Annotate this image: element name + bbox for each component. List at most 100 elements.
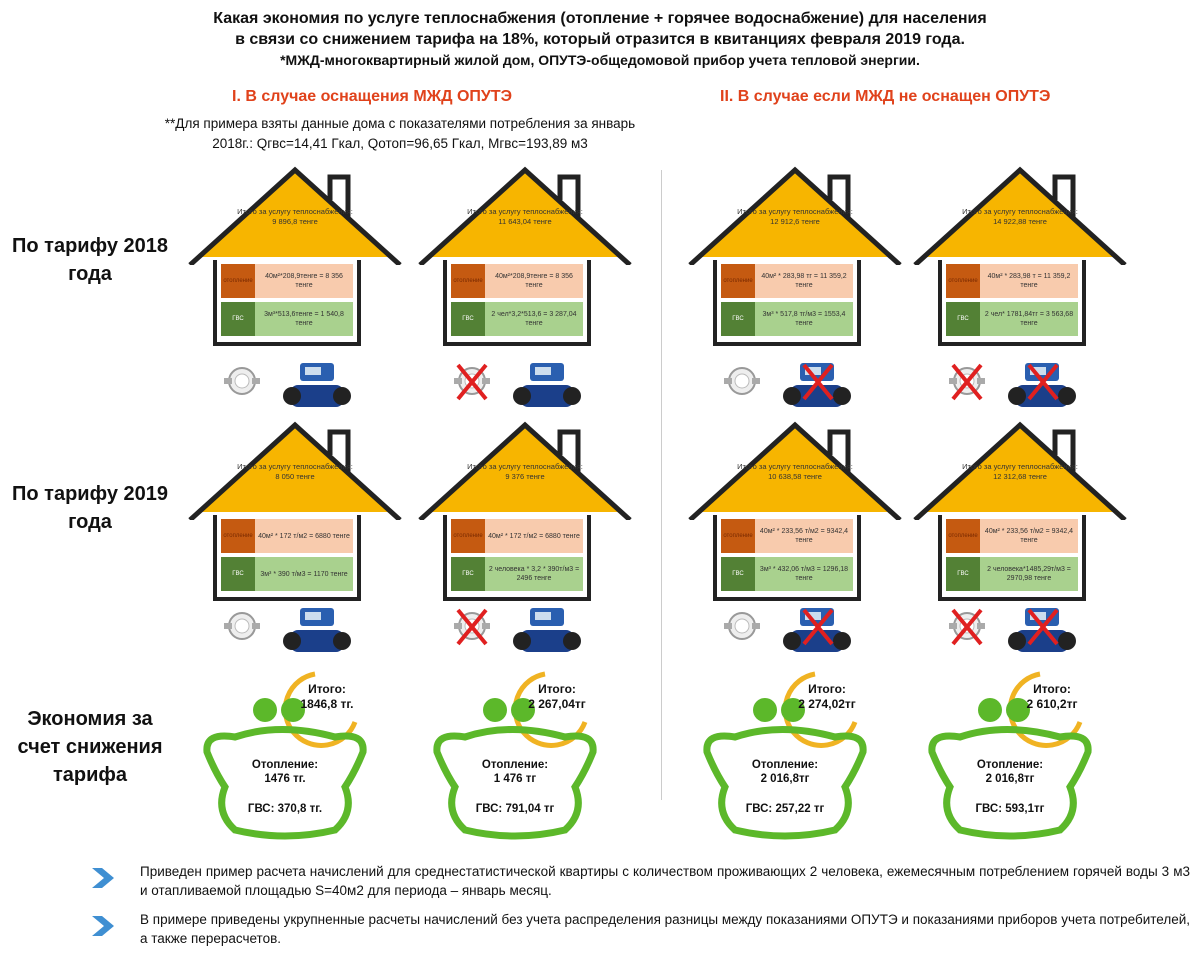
house-total: Итого за услугу теплоснабжения:9 896,8 т… <box>235 207 355 227</box>
house-total: Итого за услугу теплоснабжения:12 912,6 … <box>735 207 855 227</box>
savings-wallet: Итого:1846,8 тг. Отопление:1476 тг. ГВС:… <box>195 662 385 847</box>
heat-label: отопление <box>946 519 980 553</box>
heat-calc: 40м² * 233,56 т/м2 = 9342,4 тенге <box>980 519 1078 553</box>
heat-label: Отопление: <box>751 759 819 771</box>
bullet-note-2: В примере приведены укрупненные расчеты … <box>90 910 1190 948</box>
row-label-2018: По тарифу 2018 года <box>12 235 168 285</box>
heat-meter-icon <box>783 608 851 652</box>
total-value: 11 643,04 тенге <box>498 217 552 226</box>
title-footnote: *МЖД-многоквартирный жилой дом, ОПУТЭ-об… <box>280 52 920 68</box>
house-total: Итого за услугу теплоснабжения:9 376 тен… <box>465 462 585 482</box>
water-meter-icon <box>454 363 490 401</box>
meters-group <box>945 355 1105 417</box>
total-label: Итого: <box>1033 682 1071 696</box>
total-value: 12 312,68 тенге <box>993 472 1047 481</box>
water-meter-icon <box>454 608 490 646</box>
total-value: 2 267,04тг <box>528 697 586 711</box>
heat-value: 2 016,8тг <box>760 773 810 785</box>
roof-label: Итого за услугу теплоснабжения: <box>962 462 1078 471</box>
gvs-calc: 2 чел* 1781,84тг = 3 563,68 тенге <box>980 302 1078 336</box>
gvs-calc: 3м³ * 432,06 т/м3 = 1296,18 тенге <box>755 557 853 591</box>
savings-gvs: ГВС: 370,8 тг. <box>247 803 323 815</box>
section-left-heading: I. В случае оснащения МЖД ОПУТЭ <box>232 88 513 105</box>
heat-meter-icon <box>1008 363 1076 407</box>
heat-calc: 40м² * 283,98 тг = 11 359,2 тенге <box>755 264 853 298</box>
heat-label: отопление <box>221 519 255 553</box>
meters-group <box>720 355 880 417</box>
house-roof-icon <box>688 421 902 520</box>
house-roof-icon <box>188 166 402 265</box>
house-card: Итого за услугу теплоснабжения:9 896,8 т… <box>180 165 410 350</box>
page-title: Какая экономия по услуге теплоснабжения … <box>0 8 1200 71</box>
meters-group <box>220 600 380 662</box>
roof-label: Итого за услугу теплоснабжения: <box>737 462 853 471</box>
roof-label: Итого за услугу теплоснабжения: <box>962 207 1078 216</box>
water-meter-icon <box>724 367 760 395</box>
row-label-savings: Экономия за счет снижения тарифа <box>17 708 163 786</box>
savings-total: Итого:2 267,04тг <box>517 682 597 712</box>
wallet-icon <box>433 671 597 840</box>
total-value: 14 922,88 тенге <box>993 217 1047 226</box>
roof-label: Итого за услугу теплоснабжения: <box>237 462 353 471</box>
savings-gvs: ГВС: 257,22 тг <box>745 803 825 815</box>
water-meter-icon <box>224 367 260 395</box>
heat-calc: 40м²*208,9тенге = 8 356 тенге <box>255 264 353 298</box>
bullet-text: В примере приведены укрупненные расчеты … <box>140 912 1190 946</box>
wallet-icon <box>203 671 367 840</box>
bullet-note-1: Приведен пример расчета начислений для с… <box>90 862 1190 900</box>
gvs-calc: 2 чел*3,2*513,6 = 3 287,04 тенге <box>485 302 583 336</box>
heat-label: отопление <box>451 264 485 298</box>
chevron-icon <box>92 868 114 888</box>
title-line-1: Какая экономия по услуге теплоснабжения … <box>213 10 987 27</box>
total-value: 9 896,8 тенге <box>272 217 318 226</box>
total-value: 9 376 тенге <box>505 472 545 481</box>
heat-meter-icon <box>783 363 851 407</box>
savings-gvs: ГВС: 791,04 тг <box>475 803 555 815</box>
heat-label: отопление <box>721 264 755 298</box>
heat-meter-icon <box>513 608 581 652</box>
gvs-label: ГВС <box>721 557 755 591</box>
savings-total: Итого:2 610,2тг <box>1012 682 1092 712</box>
title-line-2: в связи со снижением тарифа на 18%, кото… <box>235 31 965 48</box>
savings-heating: Отопление:2 016,8тг <box>950 758 1070 786</box>
water-meter-icon <box>224 612 260 640</box>
house-roof-icon <box>418 166 632 265</box>
meters-group <box>450 355 610 417</box>
savings-total: Итого:1846,8 тг. <box>287 682 367 712</box>
heat-calc: 40м²*208,9тенге = 8 356 тенге <box>485 264 583 298</box>
roof-label: Итого за услугу теплоснабжения: <box>467 207 583 216</box>
total-value: 2 610,2тг <box>1026 697 1078 711</box>
heat-label: отопление <box>946 264 980 298</box>
heat-label: Отопление: <box>976 759 1044 771</box>
house-roof-icon <box>418 421 632 520</box>
total-value: 8 050 тенге <box>275 472 315 481</box>
gvs-label: ГВС <box>221 557 255 591</box>
gvs-label: ГВС <box>721 302 755 336</box>
savings-wallet: Итого:2 274,02тг Отопление: 2 016,8тг ГВС… <box>695 662 885 847</box>
gvs-calc: 3м³ * 390 т/м3 = 1170 тенге <box>255 557 353 591</box>
heat-calc: 40м² * 233,56 т/м2 = 9342,4 тенге <box>755 519 853 553</box>
meters-group <box>450 600 610 662</box>
example-note: **Для примера взяты данные дома с показа… <box>164 116 636 151</box>
total-value: 2 274,02тг <box>798 697 856 711</box>
heat-meter-icon <box>1008 608 1076 652</box>
total-value: 1846,8 тг. <box>300 697 354 711</box>
total-value: 12 912,6 тенге <box>770 217 820 226</box>
bullet-text: Приведен пример расчета начислений для с… <box>140 864 1190 898</box>
gvs-label: ГВС <box>946 302 980 336</box>
total-label: Итого: <box>808 682 846 696</box>
heat-label: Отопление: <box>251 759 319 771</box>
meters-group <box>220 355 380 417</box>
heat-calc: 40м² * 283,98 т = 11 359,2 тенге <box>980 264 1078 298</box>
heat-meter-icon <box>513 363 581 407</box>
total-label: Итого: <box>308 682 346 696</box>
savings-gvs: ГВС: 593,1тг <box>975 803 1045 815</box>
roof-label: Итого за услугу теплоснабжения: <box>237 207 353 216</box>
roof-label: Итого за услугу теплоснабжения: <box>737 207 853 216</box>
gvs-calc: 2 человека*1485,29т/м3 = 2970,98 тенге <box>980 557 1078 591</box>
